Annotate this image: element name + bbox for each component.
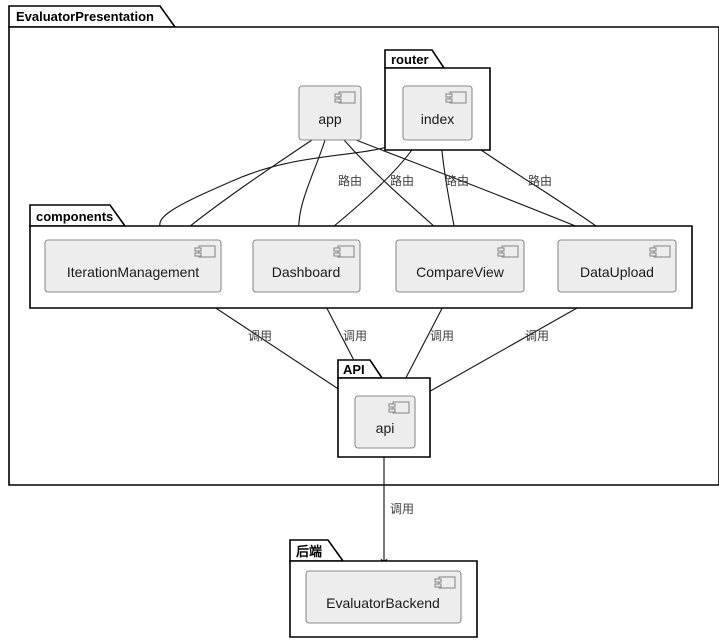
edge-group-backend-call: 调用 — [380, 450, 414, 569]
package-label-router: router — [391, 52, 429, 67]
package-components[interactable]: components IterationManagement — [29, 204, 693, 309]
uml-component-icon — [333, 245, 355, 258]
uml-component-icon — [388, 401, 410, 414]
edge-label-call-3: 调用 — [430, 329, 454, 343]
component-label-dashboard: Dashboard — [272, 264, 341, 280]
edge-label-route-2: 路由 — [390, 173, 414, 188]
package-router[interactable]: router index — [384, 49, 491, 151]
edge-dataupload-to-api — [417, 294, 601, 399]
component-label-compareview: CompareView — [416, 264, 505, 280]
edge-index-to-dataupload — [467, 140, 611, 237]
uml-component-icon — [334, 91, 356, 104]
package-label-api: API — [343, 362, 365, 377]
edge-group-api-calls: 调用 调用 调用 调用 — [195, 294, 601, 399]
component-label-api: api — [376, 420, 395, 436]
package-label-components: components — [36, 209, 113, 224]
edge-label-call-4: 调用 — [525, 329, 549, 343]
component-index[interactable]: index — [402, 85, 473, 141]
component-compareview[interactable]: CompareView — [395, 239, 525, 293]
component-label-evaluatorbackend: EvaluatorBackend — [326, 595, 440, 611]
edge-app-to-iterationmanagement — [177, 139, 313, 237]
component-box-dashboard — [252, 239, 361, 293]
component-label-app: app — [318, 111, 342, 127]
uml-component-icon — [194, 245, 216, 258]
component-label-index: index — [421, 111, 454, 127]
package-api[interactable]: API api — [337, 359, 431, 458]
component-iterationmanagement[interactable]: IterationManagement — [44, 239, 222, 293]
component-box-evaluatorbackend — [305, 570, 462, 624]
component-box-iterationmanagement — [44, 239, 222, 293]
component-dashboard[interactable]: Dashboard — [252, 239, 361, 293]
component-api[interactable]: api — [354, 395, 416, 449]
edge-label-call-1: 调用 — [248, 329, 272, 343]
edge-app-to-dataupload — [355, 139, 601, 237]
edge-index-to-iterationmanagement — [159, 139, 411, 237]
uml-component-icon — [445, 91, 467, 104]
component-dataupload[interactable]: DataUpload — [557, 239, 677, 293]
component-box-dataupload — [557, 239, 677, 293]
package-label-evaluator-presentation: EvaluatorPresentation — [16, 9, 154, 24]
uml-component-icon — [497, 245, 519, 258]
package-backend[interactable]: 后端 EvaluatorBackend — [289, 539, 478, 638]
package-label-backend: 后端 — [296, 544, 322, 559]
uml-component-icon — [434, 576, 456, 589]
component-evaluatorbackend[interactable]: EvaluatorBackend — [305, 570, 462, 624]
edge-label-call-2: 调用 — [343, 329, 367, 343]
edge-label-route-1: 路由 — [338, 173, 362, 188]
component-box-compareview — [395, 239, 525, 293]
edge-label-route-3: 路由 — [445, 173, 469, 188]
component-label-dataupload: DataUpload — [580, 264, 654, 280]
edge-label-call-backend: 调用 — [390, 502, 414, 516]
component-app[interactable]: app — [298, 85, 362, 141]
edge-label-route-4: 路由 — [528, 173, 552, 188]
component-label-iterationmanagement: IterationManagement — [67, 264, 199, 280]
uml-component-icon — [649, 245, 671, 258]
edge-iterationmanagement-to-api — [195, 294, 353, 399]
